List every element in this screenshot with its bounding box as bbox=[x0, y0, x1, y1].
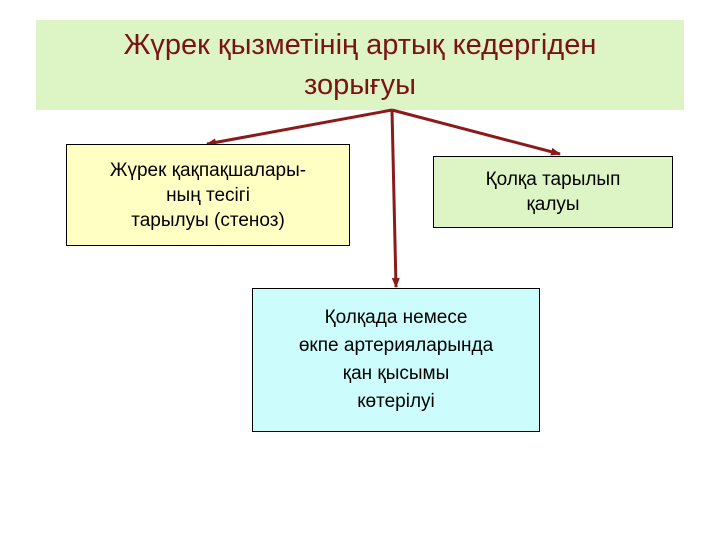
pressure-rise-line-1: Қолқада немесе bbox=[324, 307, 468, 328]
pressure-rise-line-2: өкпе артерияларында bbox=[298, 335, 494, 356]
arrow-to-stenosis bbox=[206, 108, 393, 147]
arrow-to-pressure-rise bbox=[390, 109, 400, 288]
diagram-title: Жүрек қызметінің артық кедергіден зорығу… bbox=[124, 25, 597, 105]
aorta-narrowing-box: Қолқа тарылып қалуы bbox=[433, 156, 673, 228]
title-line-1: Жүрек қызметінің артық кедергіден bbox=[123, 29, 597, 61]
aorta-narrowing-line-2: қалуы bbox=[526, 194, 580, 215]
stenosis-text: Жүрек қақпақшалары- ның тесігі тарылуы (… bbox=[110, 158, 306, 233]
stenosis-line-2: ның тесігі bbox=[166, 184, 250, 206]
arrow-to-aorta-narrowing bbox=[391, 108, 561, 156]
aorta-narrowing-text: Қолқа тарылып қалуы bbox=[486, 167, 621, 217]
pressure-rise-line-4: көтерілуі bbox=[357, 391, 435, 412]
pressure-rise-box: Қолқада немесе өкпе артерияларында қан қ… bbox=[252, 288, 540, 432]
stenosis-box: Жүрек қақпақшалары- ның тесігі тарылуы (… bbox=[66, 144, 350, 246]
pressure-rise-text: Қолқада немесе өкпе артерияларында қан қ… bbox=[299, 304, 493, 416]
title-box: Жүрек қызметінің артық кедергіден зорығу… bbox=[36, 20, 684, 110]
stenosis-line-1: Жүрек қақпақшалары- bbox=[109, 159, 307, 181]
pressure-rise-line-3: қан қысымы bbox=[342, 363, 450, 384]
title-line-2: зорығуы bbox=[303, 69, 416, 101]
stenosis-line-3: тарылуы (стеноз) bbox=[131, 209, 285, 231]
aorta-narrowing-line-1: Қолқа тарылып bbox=[485, 169, 621, 190]
